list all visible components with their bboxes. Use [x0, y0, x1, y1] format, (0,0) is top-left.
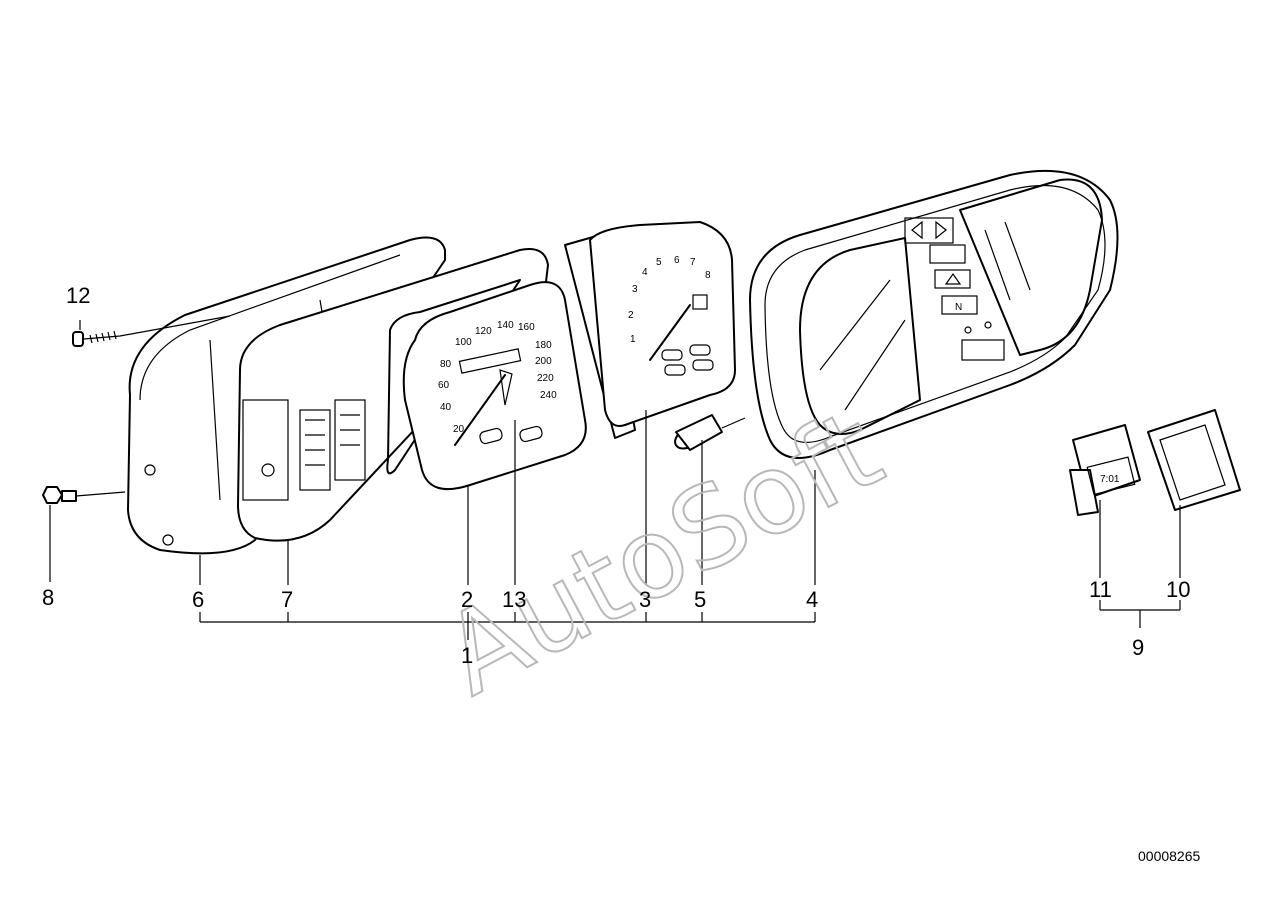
speed-tick: 120	[475, 326, 492, 337]
tachometer-scale: 1 2 3 4 5 6 7 8	[628, 255, 711, 345]
short-screw	[42, 486, 126, 504]
speed-tick: 80	[440, 359, 452, 370]
speed-tick: 240	[540, 390, 557, 401]
callout-13: 13	[502, 587, 526, 612]
callout-9: 9	[1132, 635, 1144, 660]
callout-3: 3	[639, 587, 651, 612]
speed-tick: 200	[535, 356, 552, 367]
speedometer-gauge: 20 40 60 80 100 120 140 160 180 200 220 …	[386, 279, 587, 491]
callout-7: 7	[281, 587, 293, 612]
speed-tick: 20	[453, 424, 465, 435]
tachometer-gauge: 1 2 3 4 5 6 7 8	[564, 221, 736, 439]
warning-indicator	[934, 269, 971, 289]
clock-cover	[1147, 409, 1241, 511]
high-beam-indicator	[929, 244, 966, 264]
rpm-tick: 3	[632, 284, 638, 295]
callout-6: 6	[192, 587, 204, 612]
leader-lines	[49, 320, 1181, 640]
speed-tick: 160	[518, 322, 535, 333]
speed-tick: 180	[535, 340, 552, 351]
turn-signal-indicator	[904, 217, 954, 244]
rpm-tick: 8	[705, 270, 711, 281]
callout-12: 12	[66, 283, 90, 308]
clock-display: 7:01	[1100, 474, 1120, 485]
document-number: 00008265	[1138, 848, 1201, 864]
callout-5: 5	[694, 587, 706, 612]
callout-11: 11	[1089, 577, 1112, 602]
rpm-tick: 5	[656, 257, 662, 268]
callout-2: 2	[461, 587, 473, 612]
callout-1: 1	[461, 643, 473, 668]
callout-8: 8	[42, 585, 54, 610]
long-screw	[72, 315, 231, 347]
speed-tick: 60	[438, 380, 450, 391]
callout-labels: 1 2 3 4 5 6 7 8 9 10 11 12 13	[42, 283, 1190, 668]
speed-tick: 220	[537, 373, 554, 384]
neutral-indicator	[941, 295, 978, 315]
callout-4: 4	[806, 587, 818, 612]
callout-10: 10	[1166, 577, 1190, 602]
speed-tick: 40	[440, 402, 452, 413]
rpm-tick: 2	[628, 310, 634, 321]
rpm-tick: 6	[674, 255, 680, 266]
neutral-indicator-label: N	[955, 302, 962, 313]
front-cover: N	[749, 169, 1119, 459]
speed-tick: 100	[455, 337, 472, 348]
rpm-tick: 7	[690, 257, 696, 268]
speedometer-scale: 20 40 60 80 100 120 140 160 180 200 220 …	[438, 320, 557, 435]
speed-tick: 140	[497, 320, 514, 331]
rpm-tick: 4	[642, 267, 648, 278]
rpm-tick: 1	[630, 334, 636, 345]
clock-module: 7:01	[1069, 424, 1141, 516]
